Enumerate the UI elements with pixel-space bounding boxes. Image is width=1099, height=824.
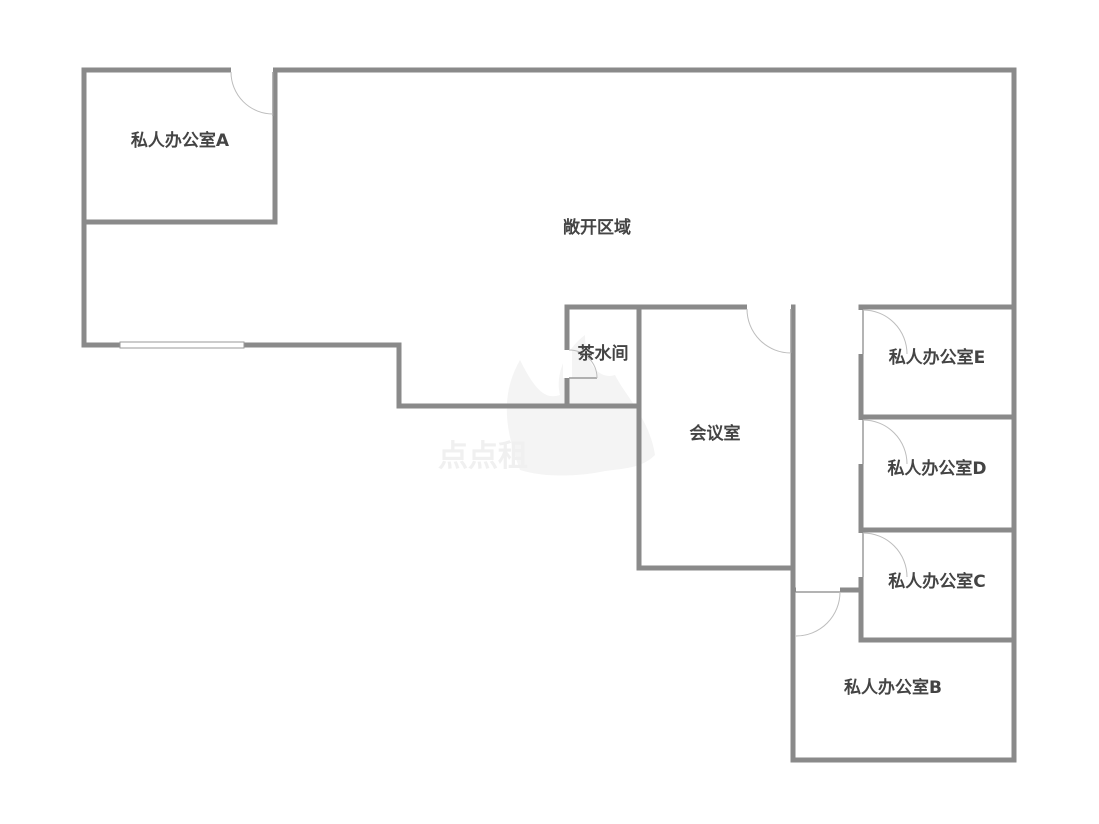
room-label-open-area: 敞开区域 <box>563 217 631 238</box>
door-meeting-room[interactable] <box>746 303 792 354</box>
door-office-c[interactable] <box>857 532 908 578</box>
room-label-meeting-room: 会议室 <box>690 423 741 444</box>
door-office-b[interactable] <box>795 586 841 637</box>
door-office-d[interactable] <box>857 419 908 465</box>
room-label-office-b: 私人办公室B <box>844 677 942 698</box>
door-office-a[interactable] <box>230 66 274 116</box>
meeting-room-wall <box>636 304 796 571</box>
door-office-e[interactable] <box>857 309 908 355</box>
watermark-text: 点点租 <box>438 439 528 474</box>
room-label-office-e: 私人办公室E <box>889 347 986 368</box>
door-pantry[interactable] <box>563 349 598 379</box>
room-label-office-d: 私人办公室D <box>887 458 986 479</box>
office-a-wall <box>81 67 278 225</box>
window <box>119 341 245 349</box>
room-label-office-a: 私人办公室A <box>131 130 230 151</box>
offices-ce-wall <box>858 304 1017 643</box>
room-label-office-c: 私人办公室C <box>888 571 985 592</box>
room-label-pantry: 茶水间 <box>578 343 629 364</box>
